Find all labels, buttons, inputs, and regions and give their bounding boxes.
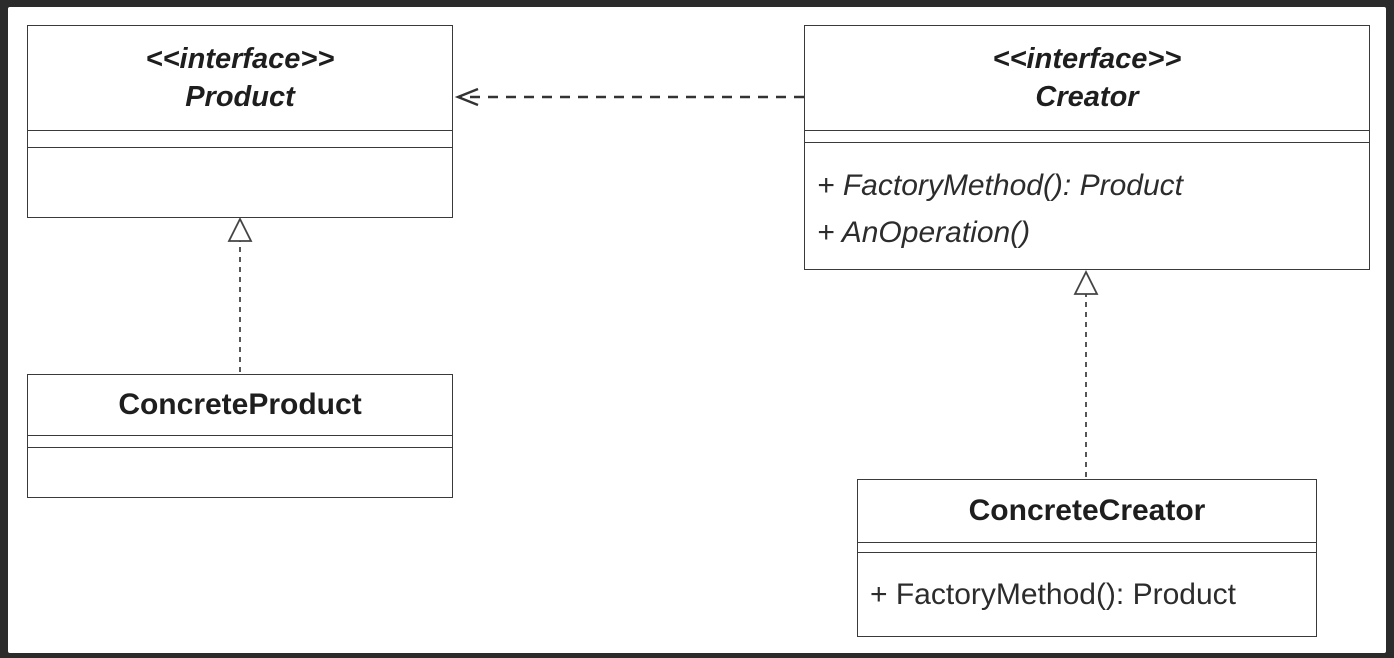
concrete-product-attributes-divider <box>28 435 452 436</box>
concrete-creator-operations-divider <box>858 552 1316 553</box>
concrete-creator-attributes-divider <box>858 542 1316 543</box>
product-name: Product <box>185 81 295 113</box>
concrete-creator-operation-factory-method: + FactoryMethod(): Product <box>870 578 1236 611</box>
concrete-creator-class[interactable]: ConcreteCreator + FactoryMethod(): Produ… <box>857 479 1317 637</box>
product-operations-divider <box>28 147 452 148</box>
creator-attributes-divider <box>805 130 1369 131</box>
concrete-creator-operations: + FactoryMethod(): Product <box>870 571 1308 618</box>
diagram-canvas: <<interface>> Product <<interface>> Crea… <box>8 7 1386 653</box>
product-interface-class[interactable]: <<interface>> Product <box>27 25 453 218</box>
concrete-product-name: ConcreteProduct <box>118 388 362 421</box>
creator-stereotype: <<interface>> <box>992 43 1182 75</box>
product-attributes-divider <box>28 130 452 131</box>
concrete-product-header: ConcreteProduct <box>28 375 452 435</box>
creator-operations: + FactoryMethod(): Product + AnOperation… <box>817 162 1361 256</box>
creator-operations-divider <box>805 142 1369 143</box>
concrete-creator-header: ConcreteCreator <box>858 480 1316 542</box>
product-header: <<interface>> Product <box>28 26 452 130</box>
creator-name: Creator <box>1035 81 1139 113</box>
concrete-creator-name: ConcreteCreator <box>968 494 1206 527</box>
concrete-product-operations-divider <box>28 447 452 448</box>
creator-header: <<interface>> Creator <box>805 26 1369 130</box>
creator-operation-factory-method: + FactoryMethod(): Product <box>817 169 1183 202</box>
creator-interface-class[interactable]: <<interface>> Creator + FactoryMethod():… <box>804 25 1370 270</box>
product-stereotype: <<interface>> <box>145 43 335 75</box>
creator-operation-an-operation: + AnOperation() <box>817 216 1031 249</box>
realization-arrowhead-product <box>227 216 253 242</box>
realization-arrowhead-creator <box>1073 269 1099 295</box>
connectors-layer <box>227 87 1099 477</box>
concrete-product-class[interactable]: ConcreteProduct <box>27 374 453 498</box>
dependency-arrowhead <box>454 87 479 107</box>
